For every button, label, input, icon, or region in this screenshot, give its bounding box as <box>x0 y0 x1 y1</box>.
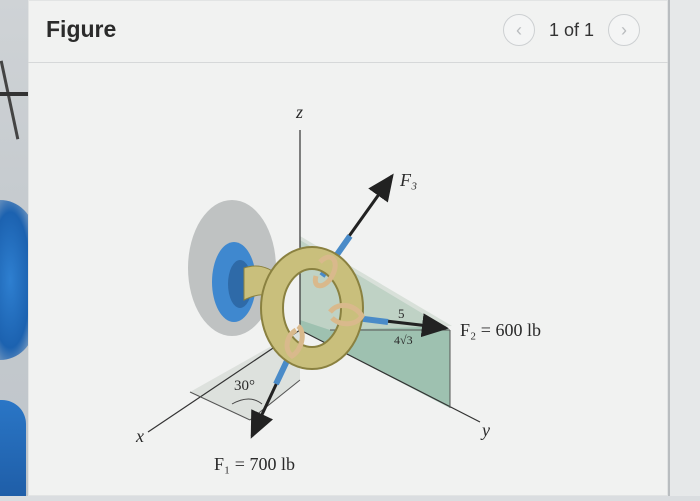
angle-arc <box>231 398 263 405</box>
background-object <box>0 400 26 496</box>
pager: ‹ 1 of 1 › <box>502 14 640 46</box>
chevron-left-icon: ‹ <box>515 19 522 40</box>
pager-text: 1 of 1 <box>548 19 594 40</box>
background-mark <box>0 92 30 96</box>
background-right-edge <box>668 0 700 496</box>
slope-hyp-label: 5 <box>398 306 405 321</box>
f2-label: F₂ = 600 lb <box>460 320 541 340</box>
next-button[interactable]: › <box>608 14 640 46</box>
rope-knot <box>312 254 338 289</box>
plane-edge <box>189 391 251 421</box>
figure-header: Figure ‹ 1 of 1 › <box>28 0 668 63</box>
angle-label: 30° <box>234 378 255 394</box>
chevron-right-icon: › <box>621 19 627 40</box>
z-axis-label: z <box>295 102 303 122</box>
f1-label: F₁ = 700 lb <box>214 454 295 474</box>
y-axis-label: y <box>480 420 490 440</box>
x-axis-label: x <box>135 426 144 446</box>
f3-label: F₃ <box>399 170 417 190</box>
figure-panel <box>28 0 668 496</box>
rope-knot <box>284 324 305 360</box>
rope-knot <box>328 302 365 327</box>
slope-run-label: 4√3 <box>394 333 413 347</box>
prev-button[interactable]: ‹ <box>502 14 535 46</box>
f1-plane <box>190 330 300 420</box>
panel-title: Figure <box>46 16 117 42</box>
